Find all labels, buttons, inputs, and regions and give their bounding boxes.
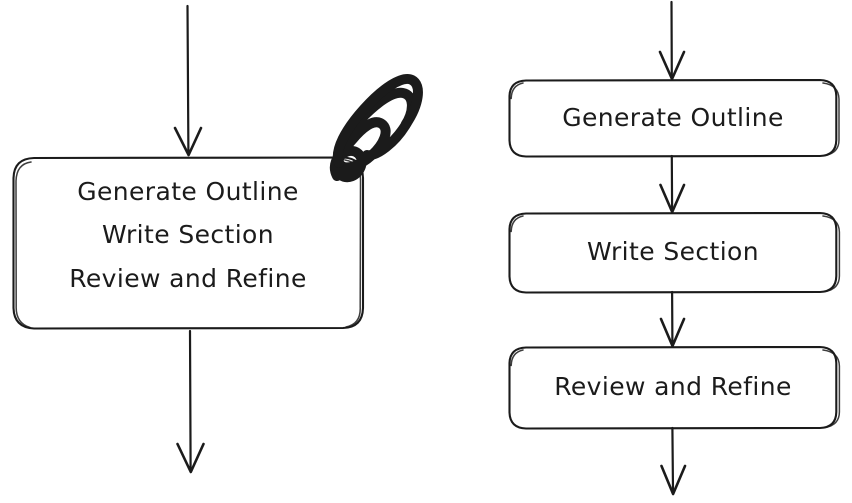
right-node-review-and-refine[interactable]: Review and Refine [508,345,841,430]
scribble-annotation-icon [329,74,423,183]
right-node-label-1: Generate Outline [562,103,784,132]
right-node-write-section[interactable]: Write Section [508,211,841,294]
left-node-line-2: Write Section [102,220,274,249]
left-incoming-edge [173,4,203,157]
right-edge-0 [658,0,686,81]
right-node-generate-outline[interactable]: Generate Outline [508,78,840,158]
right-edge-3 [660,426,687,496]
left-node-line-1: Generate Outline [77,177,299,206]
right-node-label-3: Review and Refine [554,372,792,401]
left-merged-node[interactable]: Generate Outline Write Section Review an… [12,156,365,330]
right-node-label-2: Write Section [587,237,759,266]
right-edge-2 [659,290,686,348]
left-outgoing-edge [176,329,205,474]
right-edge-1 [659,154,686,214]
left-node-line-3: Review and Refine [69,264,307,293]
